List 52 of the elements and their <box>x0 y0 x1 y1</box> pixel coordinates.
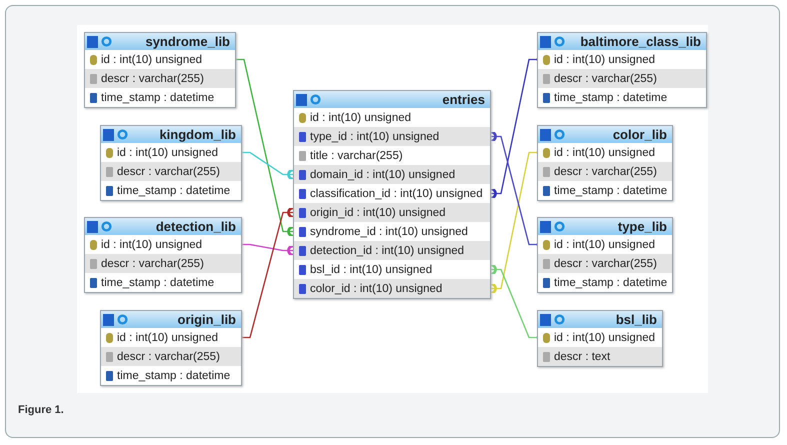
table-name: syndrome_lib <box>145 34 230 49</box>
table-box <box>537 217 673 293</box>
field-definition: domain_id : int(10) unsigned <box>310 168 456 180</box>
field-definition: id : int(10) unsigned <box>117 332 218 344</box>
field-definition: detection_id : int(10) unsigned <box>310 244 464 256</box>
field-definition: time_stamp : datetime <box>117 370 230 382</box>
table-box <box>537 32 707 108</box>
table-name: detection_lib <box>156 219 236 234</box>
table-box <box>100 125 242 201</box>
table-name: origin_lib <box>178 312 236 327</box>
field-definition: id : int(10) unsigned <box>554 54 656 66</box>
table-name: bsl_lib <box>616 312 657 327</box>
field-definition: syndrome_id : int(10) unsigned <box>310 226 468 238</box>
field-definition: descr : varchar(255) <box>117 350 220 362</box>
field-definition: descr : varchar(255) <box>101 72 204 84</box>
field-definition: descr : varchar(255) <box>117 166 220 178</box>
field-definition: classification_id : int(10) unsigned <box>310 188 483 200</box>
table-name: kingdom_lib <box>159 127 236 142</box>
table-name: entries <box>442 92 485 107</box>
field-definition: time_stamp : datetime <box>117 184 230 196</box>
field-definition: time_stamp : datetime <box>554 92 668 104</box>
field-definition: type_id : int(10) unsigned <box>310 130 440 142</box>
field-definition: time_stamp : datetime <box>101 92 214 104</box>
table-box <box>293 90 491 299</box>
field-definition: bsl_id : int(10) unsigned <box>310 264 432 276</box>
field-definition: origin_id : int(10) unsigned <box>310 206 446 218</box>
field-definition: id : int(10) unsigned <box>554 332 656 344</box>
field-definition: id : int(10) unsigned <box>310 112 412 124</box>
table-name: type_lib <box>618 219 667 234</box>
field-definition: descr : varchar(255) <box>554 166 657 178</box>
table-box <box>100 310 242 386</box>
field-definition: id : int(10) unsigned <box>101 54 202 66</box>
field-definition: id : int(10) unsigned <box>554 238 656 250</box>
field-definition: id : int(10) unsigned <box>117 146 218 158</box>
table-box <box>537 310 663 367</box>
field-definition: descr : varchar(255) <box>101 258 204 270</box>
table-box <box>84 32 236 108</box>
field-definition: time_stamp : datetime <box>101 276 214 288</box>
field-definition: id : int(10) unsigned <box>101 238 202 250</box>
table-name: baltimore_class_lib <box>580 34 701 49</box>
table-name: color_lib <box>612 127 667 142</box>
field-definition: time_stamp : datetime <box>554 276 668 288</box>
table-box <box>84 217 242 293</box>
field-definition: color_id : int(10) unsigned <box>310 282 442 294</box>
field-definition: title : varchar(255) <box>310 150 403 162</box>
field-definition: descr : text <box>554 350 610 362</box>
field-definition: time_stamp : datetime <box>554 184 668 196</box>
field-definition: descr : varchar(255) <box>554 72 657 84</box>
field-definition: descr : varchar(255) <box>554 258 657 270</box>
field-definition: id : int(10) unsigned <box>554 146 656 158</box>
table-box <box>537 125 673 201</box>
figure-caption: Figure 1. <box>18 404 64 416</box>
